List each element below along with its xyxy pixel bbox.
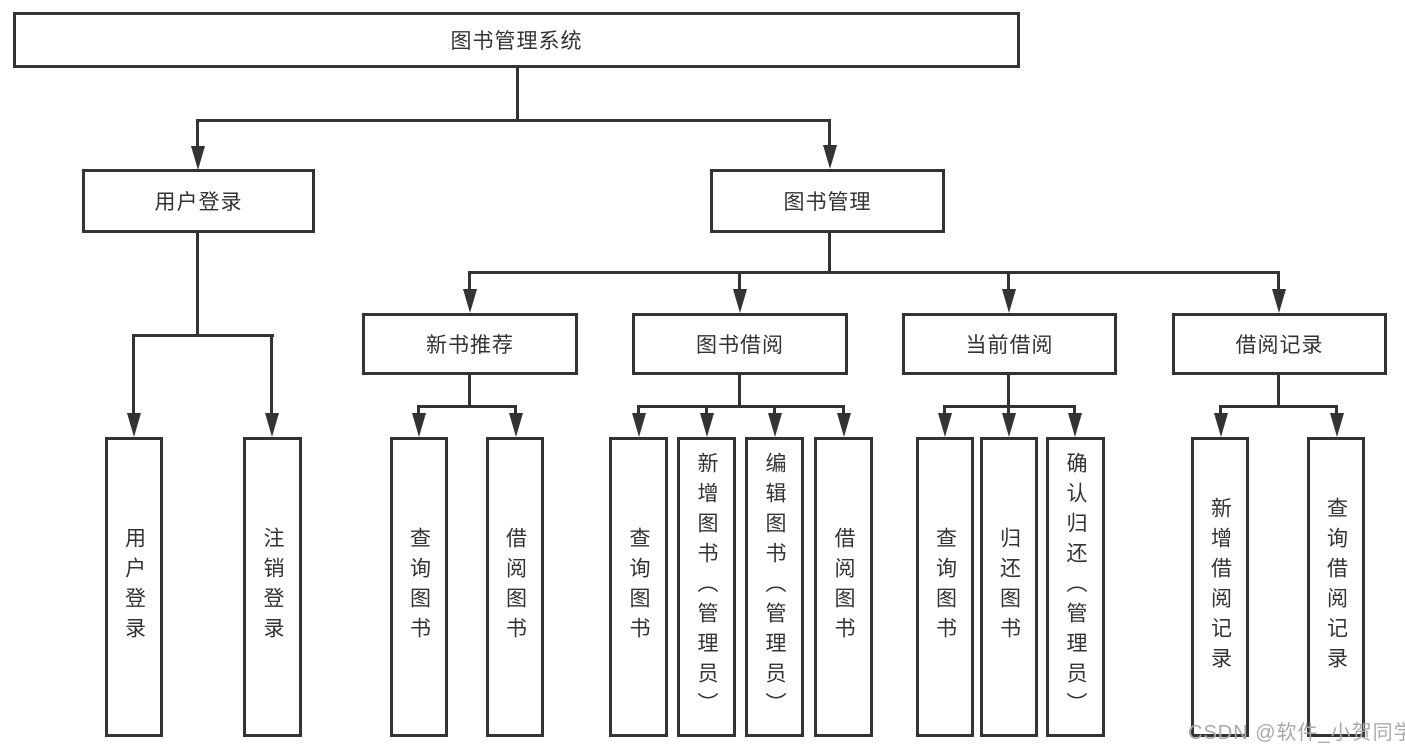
connector-line (828, 119, 831, 149)
leaf-borrow-books: 借阅图书 (486, 437, 544, 737)
connector-line (197, 119, 831, 122)
connector-line (270, 334, 273, 416)
watermark: CSDN @软件_小贺同学 (1188, 722, 1405, 744)
node-library-management-system: 图书管理系统 (13, 12, 1020, 68)
connector-line (468, 374, 471, 408)
leaf-query-books: 查询图书 (390, 437, 448, 737)
arrowhead-icon (191, 146, 205, 170)
connector-line (943, 405, 946, 417)
connector-line (1073, 405, 1076, 417)
leaf-query-borrow-record: 查询借阅记录 (1307, 437, 1365, 737)
connector-line (738, 374, 741, 408)
arrowhead-icon (733, 289, 747, 313)
node-borrow-records: 借阅记录 (1172, 313, 1387, 375)
connector-line (637, 405, 640, 417)
arrowhead-icon (1272, 289, 1286, 313)
connector-line (514, 405, 517, 417)
node-book-borrow: 图书借阅 (632, 313, 848, 375)
connector-line (1007, 405, 1010, 417)
connector-line (1007, 271, 1010, 293)
leaf-confirm-return-admin: 确认归还（管理员） (1046, 437, 1105, 737)
arrowhead-icon (1330, 413, 1344, 437)
connector-line (468, 271, 1280, 274)
connector-line (132, 334, 135, 416)
leaf-query-books: 查询图书 (916, 437, 974, 737)
arrowhead-icon (938, 413, 952, 437)
leaf-add-borrow-record: 新增借阅记录 (1191, 437, 1249, 737)
connector-line (1277, 271, 1280, 293)
arrowhead-icon (265, 413, 279, 437)
connector-line (468, 271, 471, 293)
arrowhead-icon (1002, 289, 1016, 313)
leaf-query-books: 查询图书 (609, 437, 668, 737)
arrowhead-icon (632, 413, 646, 437)
arrowhead-icon (1068, 413, 1082, 437)
connector-line (773, 405, 776, 417)
connector-line (196, 119, 199, 149)
arrowhead-icon (1002, 413, 1016, 437)
arrowhead-icon (463, 289, 477, 313)
leaf-edit-books-admin: 编辑图书（管理员） (745, 437, 804, 737)
node-book-management: 图书管理 (710, 169, 945, 233)
connector-line (132, 334, 274, 337)
connector-line (417, 405, 517, 408)
connector-line (196, 233, 199, 337)
leaf-logout: 注销登录 (243, 437, 302, 737)
connector-line (1007, 374, 1010, 408)
arrowhead-icon (127, 413, 141, 437)
arrowhead-icon (837, 413, 851, 437)
node-new-book-recommend: 新书推荐 (362, 313, 578, 375)
connector-line (705, 405, 708, 417)
arrowhead-icon (700, 413, 714, 437)
connector-line (1219, 405, 1337, 408)
leaf-user-login: 用户登录 (105, 437, 163, 737)
arrowhead-icon (412, 413, 426, 437)
arrowhead-icon (1214, 413, 1228, 437)
connector-line (1335, 405, 1338, 417)
node-user-login: 用户登录 (82, 169, 315, 233)
connector-line (1219, 405, 1222, 417)
connector-line (637, 405, 845, 408)
connector-line (842, 405, 845, 417)
leaf-add-books-admin: 新增图书（管理员） (677, 437, 736, 737)
connector-line (417, 405, 420, 417)
arrowhead-icon (768, 413, 782, 437)
leaf-borrow-books: 借阅图书 (814, 437, 873, 737)
arrowhead-icon (823, 145, 837, 169)
leaf-return-books: 归还图书 (980, 437, 1038, 737)
arrowhead-icon (509, 413, 523, 437)
connector-line (828, 233, 831, 274)
connector-line (738, 271, 741, 293)
node-current-borrow: 当前借阅 (902, 313, 1117, 375)
connector-line (516, 68, 519, 122)
connector-line (1277, 374, 1280, 408)
